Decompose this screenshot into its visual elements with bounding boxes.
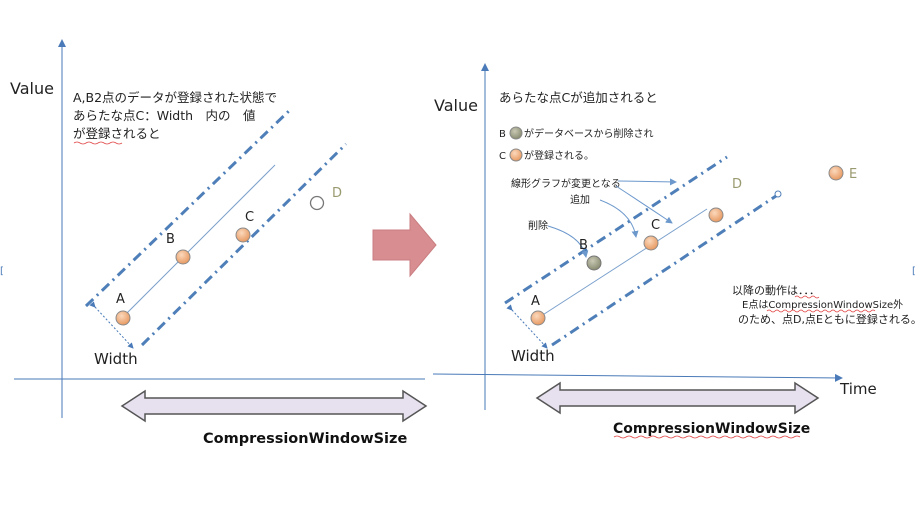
left-note-line2: あらたな点C：Width 内の 値	[73, 108, 256, 123]
left-note-line1: A,B2点のデータが登録された状態で	[73, 90, 277, 105]
callout-graph-change: 線形グラフが変更となる	[511, 177, 621, 190]
left-band-upper	[84, 106, 294, 308]
legend-c-prefix: C	[499, 151, 506, 162]
left-point-a	[115, 310, 131, 326]
right-point-e	[828, 165, 844, 181]
right-panel: Value Time あらたな点Cが追加されると B がデータベースから削除され…	[432, 63, 917, 439]
left-band-lower	[140, 142, 348, 347]
right-edge-bracket: [	[912, 266, 916, 277]
left-window-arrow	[120, 389, 428, 423]
transition-arrow	[372, 212, 437, 278]
right-width-arrow	[506, 304, 548, 349]
right-window-label: CompressionWindowSize	[613, 421, 810, 437]
right-point-a	[530, 310, 546, 326]
right-point-d	[708, 207, 724, 223]
right-title: あらたな点Cが追加されると	[499, 90, 658, 105]
right-point-e-label: E	[849, 167, 857, 182]
left-axis-value-label: Value	[10, 79, 54, 98]
left-edge-bracket: [	[0, 266, 4, 277]
callout-add-arrow	[599, 199, 639, 238]
left-width-label: Width	[94, 350, 138, 368]
legend-b-swatch	[509, 126, 523, 140]
left-point-b	[175, 249, 191, 265]
callout-graph-change-arrow2	[615, 185, 673, 224]
right-trend-line	[537, 208, 708, 319]
callout-delete: 削除	[528, 219, 548, 232]
right-note-underline2	[766, 309, 876, 313]
right-window-arrow	[535, 381, 820, 415]
right-band-lower	[551, 194, 777, 347]
right-band-upper	[504, 155, 728, 305]
right-axis-value-label: Value	[434, 96, 478, 115]
callout-add: 追加	[570, 193, 590, 206]
right-note-line1: 以降の動作は．．．	[732, 283, 820, 297]
legend-c-text: が登録される。	[524, 149, 594, 162]
left-note-line3: が登録されると	[73, 126, 161, 141]
left-note-underline	[73, 141, 123, 145]
right-window-label-underline	[613, 435, 801, 439]
left-panel: Value A,B2点のデータが登録された状態で あらたな点C：Width 内の…	[10, 39, 428, 447]
right-width-label: Width	[511, 347, 555, 365]
right-note-line3: のため、点D,点Eともに登録される。	[738, 312, 917, 326]
right-point-d-label: D	[732, 177, 742, 192]
right-note-line2: E点はCompressionWindowSize外	[742, 299, 903, 311]
right-point-c	[643, 235, 659, 251]
right-note-underline	[794, 295, 820, 299]
left-point-d-label: D	[332, 186, 342, 201]
left-point-c	[235, 227, 251, 243]
left-point-b-label: B	[166, 232, 175, 247]
legend-c-swatch	[509, 148, 523, 162]
callout-graph-change-arrow1	[617, 178, 677, 186]
left-point-c-label: C	[245, 210, 254, 225]
left-point-d	[309, 195, 325, 211]
right-point-c-label: C	[651, 218, 660, 233]
right-point-b-label: B	[579, 238, 588, 253]
left-window-label: CompressionWindowSize	[203, 431, 407, 447]
left-trend-line	[121, 164, 276, 319]
left-width-arrow	[89, 301, 134, 349]
callout-delete-arrow	[547, 225, 589, 258]
right-point-b-removed	[586, 255, 602, 271]
right-x-axis	[432, 373, 843, 382]
left-point-a-label: A	[116, 292, 125, 307]
legend-b-text: がデータベースから削除され	[524, 127, 654, 140]
legend-b-prefix: B	[499, 129, 506, 140]
right-axis-time-label: Time	[839, 380, 877, 398]
right-point-a-label: A	[531, 294, 540, 309]
right-band-end-marker	[774, 190, 782, 198]
